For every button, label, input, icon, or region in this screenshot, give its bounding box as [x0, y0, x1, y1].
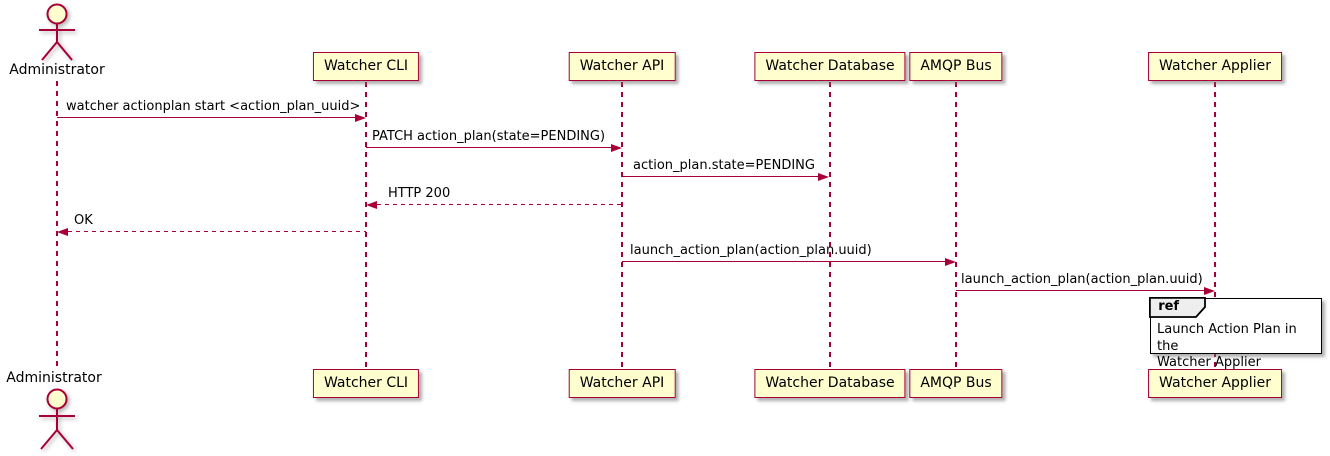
arrowhead-left-icon: [57, 227, 68, 236]
lifeline-amqp-bus: [955, 82, 957, 369]
message-line-dashed: [68, 231, 366, 233]
lifeline-watcher-applier: [1214, 82, 1216, 369]
ref-keyword: ref: [1158, 299, 1180, 315]
message-label: OK: [74, 213, 93, 228]
arrowhead-right-icon: [611, 143, 622, 152]
ref-tab-shape-icon: [1149, 297, 1207, 319]
arrowhead-right-icon: [818, 172, 829, 181]
message-line: [57, 117, 356, 119]
participant-top-watcher-applier: Watcher Applier: [1148, 52, 1282, 81]
message-label: watcher actionplan start <action_plan_uu…: [66, 99, 361, 114]
message-line-dashed: [377, 204, 622, 206]
message-label: launch_action_plan(action_plan.uuid): [961, 272, 1203, 287]
lifeline-watcher-api: [621, 82, 623, 369]
message-line: [956, 290, 1205, 292]
arrowhead-right-icon: [945, 257, 956, 266]
lifeline-administrator: [56, 81, 58, 369]
lifeline-watcher-cli: [365, 82, 367, 369]
message-label: PATCH action_plan(state=PENDING): [372, 129, 606, 144]
actor-icon-top: [39, 3, 75, 61]
arrowhead-right-icon: [355, 113, 366, 122]
arrowhead-right-icon: [1204, 286, 1215, 295]
ref-fragment: ref Launch Action Plan in the Watcher Ap…: [1149, 297, 1322, 370]
participant-top-amqp-bus: AMQP Bus: [909, 52, 1003, 81]
message-label: action_plan.state=PENDING: [633, 158, 815, 173]
arrowhead-left-icon: [366, 200, 377, 209]
participant-bottom-watcher-applier: Watcher Applier: [1148, 369, 1282, 398]
message-line: [366, 147, 612, 149]
actor-label-top: Administrator: [9, 62, 105, 78]
participant-top-watcher-cli: Watcher CLI: [312, 52, 420, 81]
actor-label-bottom: Administrator: [6, 370, 102, 386]
message-label: launch_action_plan(action_plan.uuid): [630, 243, 872, 258]
participant-bottom-watcher-cli: Watcher CLI: [312, 369, 420, 398]
participant-bottom-watcher-api: Watcher API: [568, 369, 676, 398]
message-label: HTTP 200: [388, 186, 451, 201]
ref-text: Launch Action Plan in the Watcher Applie…: [1157, 322, 1297, 370]
participant-top-watcher-api: Watcher API: [568, 52, 676, 81]
message-line: [622, 176, 819, 178]
lifeline-watcher-database: [829, 82, 831, 369]
actor-icon-bottom: [39, 388, 75, 450]
message-line: [622, 261, 946, 263]
participant-bottom-watcher-database: Watcher Database: [754, 369, 906, 398]
participant-bottom-amqp-bus: AMQP Bus: [909, 369, 1003, 398]
ref-tab: ref: [1149, 297, 1207, 319]
participant-top-watcher-database: Watcher Database: [754, 52, 906, 81]
